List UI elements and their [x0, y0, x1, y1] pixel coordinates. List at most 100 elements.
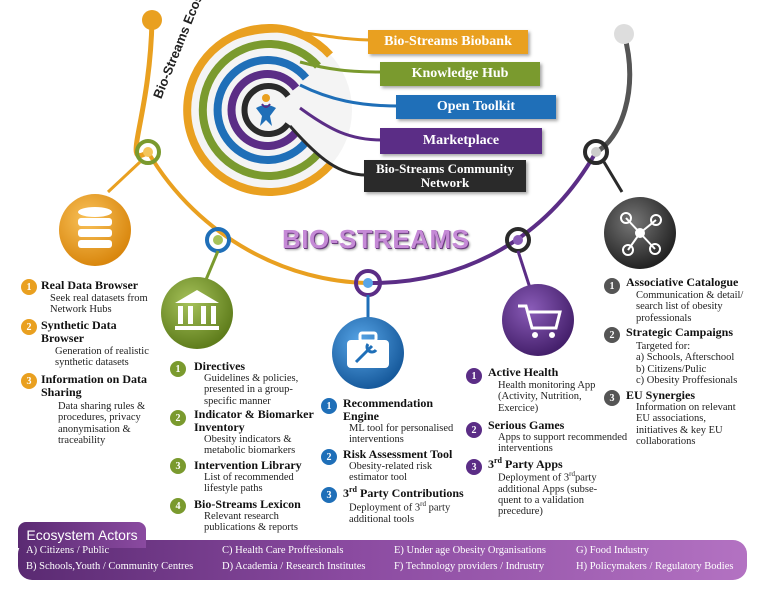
main-curve-color — [146, 150, 369, 285]
toolkit-desc-2: Obesity-related risk estimator tool — [349, 461, 433, 484]
knowledge-num-1: 1 — [170, 361, 186, 377]
actor-a: A) Citizens / Public — [26, 545, 110, 556]
community-desc-1: Communication & detail/ search list of o… — [636, 290, 744, 324]
main-curve-color-right — [367, 151, 598, 286]
marketplace-title-3: 3rd Party Apps — [488, 456, 563, 471]
community-num-3: 3 — [604, 390, 620, 406]
community-num-2: 2 — [604, 327, 620, 343]
actor-f: F) Technology providers / Indrustry — [394, 561, 545, 572]
biobank-title-2: Synthetic Data Browser — [41, 318, 117, 345]
toolkit-num-2: 2 — [321, 449, 337, 465]
knowledge-title-2: Indicator & Biomarker Inventory — [194, 407, 314, 434]
banner-biobank[interactable]: Bio-Streams Biobank — [368, 30, 528, 54]
outer-arc-right — [594, 33, 633, 155]
stem-orange — [106, 160, 142, 194]
institution-icon — [161, 277, 233, 349]
node-orange — [135, 139, 161, 165]
actor-c: C) Health Care Proffesionals — [222, 545, 344, 556]
biobank-desc-3: Data sharing rules & procedures, privacy… — [58, 401, 146, 446]
biobank-title-1: Real Data Browser — [41, 278, 139, 292]
community-desc-2: Targeted for: a) Schools, Afterschool b)… — [636, 341, 756, 386]
biobank-num-2: 2 — [21, 319, 37, 335]
marketplace-desc-3-sup: rd — [569, 470, 575, 478]
marketplace-num-3: 3 — [466, 459, 482, 475]
banner-knowledge-hub[interactable]: Knowledge Hub — [380, 62, 540, 86]
knowledge-num-2: 2 — [170, 410, 186, 426]
biobank-desc-1: Seek real datasets from Network Hubs — [50, 293, 148, 316]
toolkit-title-3-rest: Party Contributions — [357, 486, 464, 500]
actor-g: G) Food Industry — [576, 545, 649, 556]
knowledge-title-3: Intervention Library — [194, 458, 302, 472]
banner-community-network[interactable]: Bio-Streams Community Network — [364, 160, 526, 192]
flow-line-orange — [229, 29, 373, 42]
outer-arc-left — [133, 19, 155, 159]
marketplace-num-1: 1 — [466, 368, 482, 384]
community-title-2: Strategic Campaigns — [626, 325, 733, 339]
community-desc-2-line-4: c) Obesity Proffesionals — [636, 374, 738, 386]
toolkit-desc-1: ML tool for personalised interventions — [349, 423, 454, 446]
cart-icon — [502, 284, 574, 356]
knowledge-desc-1: Guidelines & policies, presented in a gr… — [204, 373, 299, 407]
community-num-1: 1 — [604, 278, 620, 294]
toolkit-num-3: 3 — [321, 487, 337, 503]
ecosystem-actors-title: Ecosystem Actors — [18, 522, 146, 548]
toolkit-desc-3: Deployment of 3rd party additional tools — [349, 500, 459, 525]
spiral-logo — [183, 24, 352, 196]
marketplace-title-3-base: 3 — [488, 457, 494, 471]
biobank-title-3: Information on Data Sharing — [41, 372, 148, 399]
marketplace-desc-3-post: party additional Apps (subse-quent to a … — [498, 472, 598, 518]
stem-dark — [602, 161, 624, 193]
knowledge-title-1: Directives — [194, 359, 246, 373]
actor-d: D) Academia / Research Institutes — [222, 561, 366, 572]
community-desc-2-line-1: Targeted for: — [636, 341, 691, 352]
community-title-3: EU Synergies — [626, 388, 695, 402]
node-dark — [583, 139, 609, 165]
biobank-num-1: 1 — [21, 279, 37, 295]
brand-title: BIO-STREAMS — [282, 224, 470, 254]
banner-marketplace[interactable]: Marketplace — [380, 128, 542, 154]
actor-b: B) Schools,Youth / Community Centres — [26, 561, 194, 572]
top-node-light — [614, 24, 634, 44]
toolkit-title-3-sup: rd — [349, 485, 357, 494]
knowledge-title-4: Bio-Streams Lexicon — [194, 497, 301, 511]
biobank-desc-2: Generation of realistic synthetic datase… — [55, 346, 149, 369]
stem-purple — [516, 250, 532, 289]
toolkit-desc-3-sup: rd — [420, 500, 426, 508]
knowledge-desc-3: List of recommended lifestyle paths — [204, 472, 294, 495]
marketplace-title-1: Active Health — [488, 365, 559, 379]
toolkit-num-1: 1 — [321, 398, 337, 414]
knowledge-num-4: 4 — [170, 498, 186, 514]
toolkit-title-1: Recommendation Engine — [343, 396, 433, 423]
node-purple — [505, 227, 531, 253]
community-desc-2-line-3: b) Citizens/Pulic — [636, 363, 707, 375]
stem-green — [203, 250, 220, 283]
marketplace-title-3-rest: Party Apps — [502, 457, 563, 471]
community-desc-3: Information on relevant EU associations,… — [636, 402, 736, 447]
flow-line-blue — [299, 83, 399, 108]
knowledge-num-3: 3 — [170, 458, 186, 474]
knowledge-desc-2: Obesity indicators & metabolic biomarker… — [204, 434, 296, 457]
marketplace-title-3-sup: rd — [494, 456, 502, 465]
marketplace-title-2: Serious Games — [488, 418, 565, 432]
community-title-1: Associative Catalogue — [626, 275, 739, 289]
knowledge-desc-4: Relevant research publications & reports — [204, 511, 298, 534]
marketplace-desc-3-pre: Deployment of 3 — [498, 472, 570, 484]
flow-line-green — [299, 60, 383, 74]
actor-h: H) Policymakers / Regulatory Bodies — [576, 561, 734, 572]
toolkit-desc-3-pre: Deployment of 3 — [349, 502, 421, 514]
biobank-num-3: 3 — [21, 373, 37, 389]
network-icon — [604, 197, 676, 269]
marketplace-desc-2: Apps to support recommended intervention… — [498, 432, 628, 455]
marketplace-num-2: 2 — [466, 422, 482, 438]
database-icon — [59, 194, 131, 266]
marketplace-desc-1: Health monitoring App (Activity, Nutriti… — [498, 380, 596, 414]
toolkit-title-3-base: 3 — [343, 486, 349, 500]
banner-open-toolkit[interactable]: Open Toolkit — [396, 95, 556, 119]
toolbox-icon — [332, 317, 404, 389]
toolkit-title-3: 3rd Party Contributions — [343, 485, 464, 500]
flow-line-purple — [299, 106, 383, 142]
community-desc-2-line-2: a) Schools, Afterschool — [636, 352, 735, 364]
top-node-orange — [142, 10, 162, 30]
marketplace-desc-3: Deployment of 3rdparty additional Apps (… — [498, 470, 608, 518]
